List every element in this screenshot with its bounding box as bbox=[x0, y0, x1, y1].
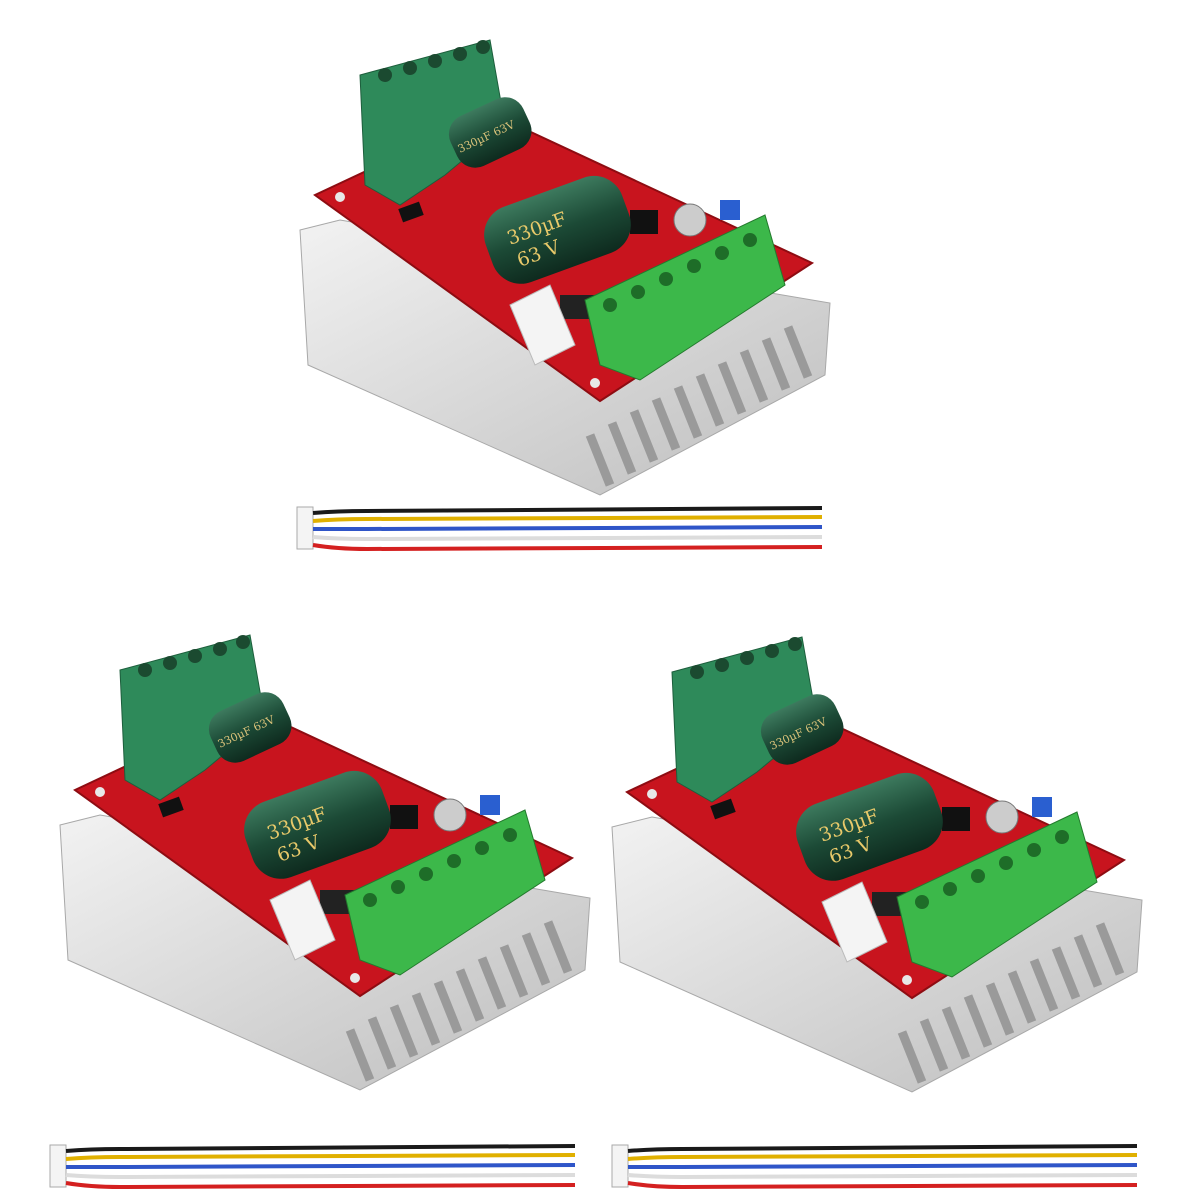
cable-top bbox=[295, 505, 824, 551]
cable-bottom-left bbox=[48, 1143, 577, 1189]
motor-driver-board-bottom-left: 330µF 63V 330µF 63 V bbox=[60, 635, 590, 1090]
cable-bottom-right bbox=[610, 1143, 1139, 1189]
motor-driver-board-top: 330µF 63V 330µF 63 V bbox=[300, 40, 830, 495]
motor-driver-board-bottom-right: 330µF 63V 330µF 63 V bbox=[612, 637, 1142, 1092]
